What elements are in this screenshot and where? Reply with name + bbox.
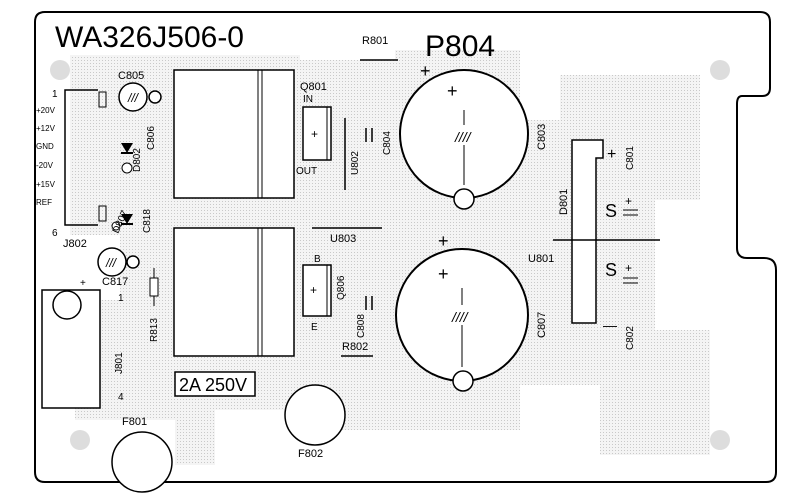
c801-small-plus: + (625, 194, 632, 208)
c807-label: C807 (536, 312, 548, 338)
copper-traces (50, 50, 730, 465)
c806-label: C806 (146, 126, 157, 150)
c817-capacitor (97, 247, 127, 277)
c808-label: C808 (356, 314, 367, 338)
c801-plus: + (607, 146, 616, 163)
f801-label: F801 (122, 416, 147, 428)
c803-pad (453, 188, 475, 210)
d802-diode (121, 143, 133, 153)
d801-heatsink (571, 139, 604, 324)
c807-symbol: //// (451, 309, 470, 325)
pin-header-outline (64, 89, 98, 226)
c817-label: C817 (102, 276, 128, 288)
u802-label: U802 (350, 151, 361, 175)
d802-label: D802 (132, 148, 143, 172)
c805-capacitor (118, 82, 148, 112)
c802-label: C802 (625, 326, 636, 350)
f802-fuse (284, 384, 346, 446)
q801-out-label: OUT (296, 166, 317, 177)
c803-label: C803 (536, 124, 548, 150)
pin-label-ref: REF (36, 198, 52, 207)
c807-polarity-outer: + (438, 231, 449, 251)
c818-label: C818 (142, 209, 153, 233)
c802-minus: — (603, 317, 617, 333)
fuse-rating-box (174, 371, 256, 397)
f802-label: F802 (298, 448, 323, 460)
r802-label: R802 (342, 341, 368, 353)
q801-label: Q801 (300, 81, 327, 93)
c801-coil-symbol: S (605, 201, 617, 221)
pin-6-pad (98, 205, 107, 222)
c802-coil-symbol: S (605, 260, 617, 280)
f801-fuse (111, 431, 173, 493)
r813-label: R813 (149, 318, 160, 342)
q806-transistor (302, 264, 332, 317)
d801-label: D801 (558, 189, 570, 215)
fuse-rating: 2A 250V (179, 375, 247, 395)
c805-symbol: /// (127, 91, 140, 105)
connector-name: P804 (425, 30, 495, 63)
q806-label: Q806 (336, 275, 347, 300)
j801-label: J801 (114, 352, 125, 374)
q806-b-label: B (314, 254, 321, 265)
d802-pad (121, 162, 133, 174)
r813-resistor (149, 277, 159, 297)
transformer-upper (173, 69, 295, 199)
q801-regulator (302, 106, 332, 161)
c817-pad (126, 255, 140, 269)
q806-plus: + (310, 283, 317, 297)
j801-pin-1 (52, 290, 82, 320)
pin-label-plus12v: +12V (36, 124, 56, 133)
pin-number-bottom: 6 (52, 228, 58, 239)
c802-small-plus: + (625, 261, 632, 275)
q806-e-label: E (311, 322, 318, 333)
q801-plus: + (311, 127, 318, 141)
c804-label: C804 (382, 131, 393, 155)
pin-1-pad (98, 91, 107, 108)
c807-polarity-inner: + (438, 264, 449, 284)
j801-pin4-label: 4 (118, 392, 124, 403)
c803-polarity-inner: + (447, 81, 458, 101)
pin-label-plus15v: +15V (36, 180, 56, 189)
j801-plus: + (80, 278, 86, 289)
d807-diode (121, 214, 133, 224)
c803-polarity-outer: + (420, 61, 431, 81)
c817-symbol: /// (105, 256, 118, 270)
r801-label: R801 (362, 35, 388, 47)
u803-label: U803 (330, 233, 356, 245)
q801-in-label: IN (303, 94, 313, 105)
c807-pad (452, 370, 474, 392)
c805-pad (148, 90, 162, 104)
transformer-lower (173, 227, 295, 357)
j802-label: J802 (63, 238, 87, 250)
board-part-number: WA326J506-0 (55, 21, 244, 54)
pin-label-minus20v: -20V (36, 161, 54, 170)
d807-pad (111, 221, 121, 231)
pin-label-gnd: GND (36, 142, 54, 151)
c805-label: C805 (118, 70, 144, 82)
c801-label: C801 (625, 146, 636, 170)
pin-label-plus20v: +20V (36, 106, 56, 115)
j801-pin1-label: 1 (118, 293, 124, 304)
u801-label: U801 (528, 253, 554, 265)
c803-symbol: //// (454, 129, 473, 145)
pin-number-top: 1 (52, 89, 58, 100)
